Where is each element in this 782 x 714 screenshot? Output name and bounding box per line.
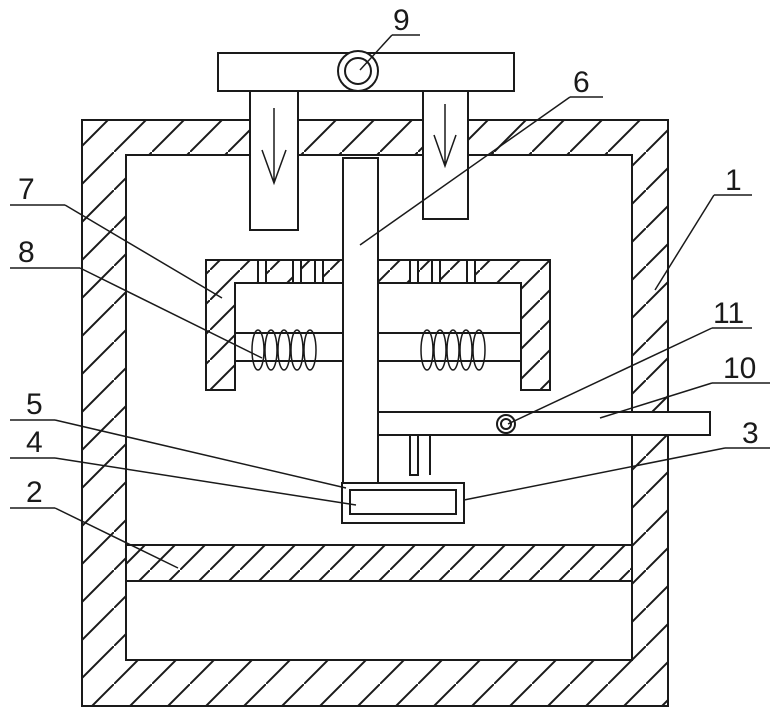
bracket bbox=[378, 435, 430, 475]
label-9: 9 bbox=[393, 4, 410, 37]
label-5: 5 bbox=[26, 388, 43, 421]
lever-arm bbox=[378, 412, 710, 435]
central-shaft bbox=[343, 158, 378, 485]
label-7: 7 bbox=[18, 173, 35, 206]
base-plate bbox=[126, 545, 632, 581]
label-2: 2 bbox=[26, 476, 43, 509]
label-6: 6 bbox=[573, 66, 590, 99]
label-1: 1 bbox=[725, 164, 742, 197]
label-10: 10 bbox=[723, 352, 756, 385]
inner-element bbox=[350, 490, 456, 514]
label-11: 11 bbox=[713, 297, 744, 330]
label-4: 4 bbox=[26, 426, 43, 459]
label-3: 3 bbox=[742, 417, 759, 450]
label-8: 8 bbox=[18, 236, 35, 269]
